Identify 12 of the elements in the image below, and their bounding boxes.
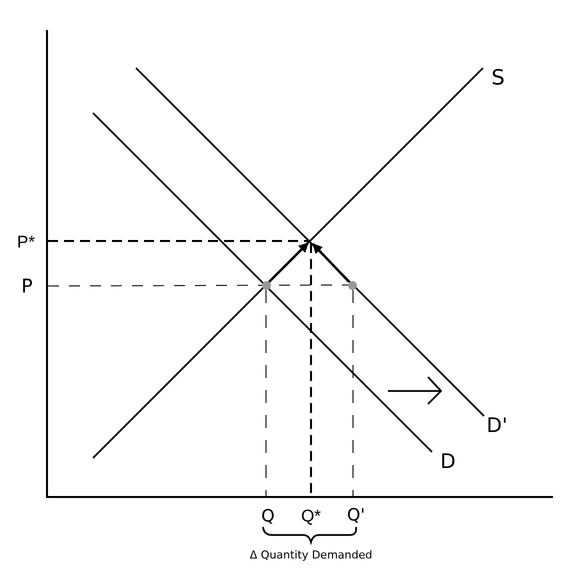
data-point	[348, 280, 356, 290]
axis-tick-label: Q	[261, 508, 275, 526]
arrow	[312, 243, 350, 283]
curve-label: D	[440, 451, 456, 471]
curve-label: D'	[486, 415, 508, 435]
axis-tick-label: P	[21, 278, 33, 296]
axis-tick-label: Q*	[301, 508, 321, 524]
curve-label: S	[491, 68, 505, 88]
axis-tick-label: Q'	[346, 508, 366, 524]
axis-tick-label: P*	[17, 234, 35, 250]
annotation-text: Δ Quantity Demanded	[250, 550, 372, 560]
arrow	[268, 242, 309, 283]
